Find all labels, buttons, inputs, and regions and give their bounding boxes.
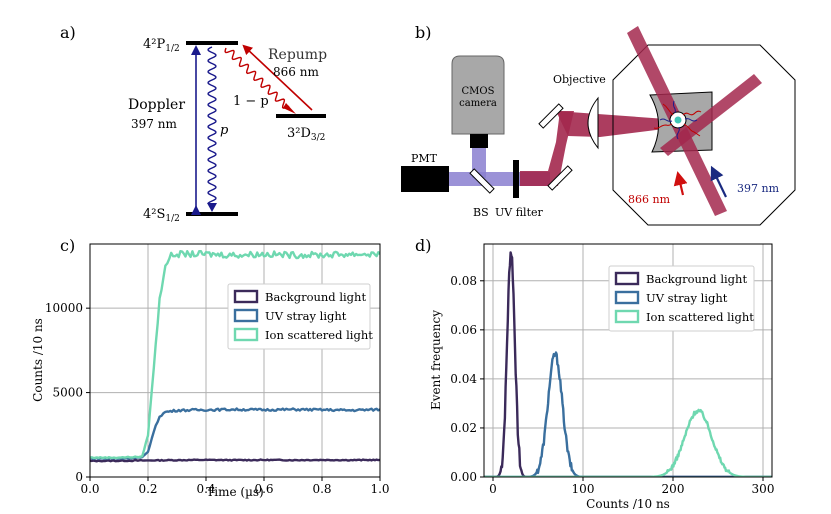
- panel-d-ylabel: Event frequency: [429, 310, 443, 410]
- decay-p-arrowhead: [207, 203, 217, 212]
- level-s-label: 4²S1/2: [143, 207, 180, 224]
- panel-c-series: [90, 250, 380, 463]
- x-tick-label: 0: [489, 482, 497, 496]
- cmos-camera-body: [451, 55, 505, 135]
- y-tick-label: 0.06: [450, 323, 477, 337]
- legend-swatch: [233, 327, 259, 342]
- mirror-upper: [538, 103, 564, 129]
- camera-label-line1: CMOS: [462, 86, 495, 97]
- y-tick-label: 0: [75, 470, 83, 484]
- vacuum-chamber: [612, 44, 796, 226]
- objective-lens: [587, 96, 599, 150]
- level-d-label: 3²D3/2: [287, 126, 325, 143]
- bs-label: BS: [473, 206, 489, 219]
- legend-label: Background light: [265, 290, 366, 304]
- series-line-0: [90, 458, 380, 463]
- mirror-lower: [547, 165, 573, 191]
- series-line-2: [90, 250, 380, 460]
- beam-splitter: [469, 168, 495, 194]
- beam-397-label: 397 nm: [737, 182, 780, 195]
- x-tick-label: 0.4: [196, 482, 215, 496]
- ion-dot: [674, 116, 682, 124]
- objective-label: Objective: [553, 73, 606, 86]
- legend-label: UV stray light: [265, 309, 347, 323]
- legend-label: Ion scattered light: [646, 310, 754, 324]
- pmt-label: PMT: [411, 152, 438, 165]
- y-tick-label: 0.02: [450, 421, 477, 435]
- doppler-wavelength: 397 nm: [131, 117, 177, 131]
- legend-swatch: [614, 271, 640, 286]
- legend-swatch: [233, 289, 259, 304]
- level-p-label: 4²P1/2: [143, 37, 180, 54]
- legend-label: Ion scattered light: [265, 328, 373, 342]
- legend-swatch: [614, 290, 640, 305]
- y-tick-label: 5000: [52, 386, 83, 400]
- legend-swatch: [614, 309, 640, 324]
- x-tick-label: 1.0: [370, 482, 389, 496]
- panel-a: a) 4²P1/2 4²S1/2 3²D3/2 Doppler 397 nm p…: [60, 23, 327, 224]
- x-tick-label: 0.0: [80, 482, 99, 496]
- panel-d-series: [484, 251, 772, 477]
- panel-c-ylabel: Counts /10 ns: [31, 318, 45, 402]
- p-label: p: [220, 123, 229, 138]
- panel-c-axes-frame: [89, 243, 381, 478]
- beam-866-label: 866 nm: [628, 193, 671, 206]
- panel-d-label: d): [415, 236, 431, 255]
- series-line-2: [484, 408, 772, 477]
- legend-box: [608, 265, 755, 332]
- panel-d-ticks: 0 100 200 300 0.00 0.02 0.04 0.06 0.08: [450, 274, 774, 496]
- repump-arrow: [242, 44, 313, 111]
- panel-c-ticks: 0.0 0.2 0.4 0.6 0.8 1.0 0 5000 10000: [45, 301, 390, 496]
- panel-b-label: b): [415, 23, 431, 42]
- doppler-label: Doppler: [128, 97, 185, 113]
- panel-b: b) CMOS camera PMT BS UV filter Objectiv…: [401, 23, 796, 226]
- panel-a-label: a): [60, 23, 76, 42]
- x-tick-label: 0.6: [254, 482, 273, 496]
- panel-c-label: c): [60, 236, 75, 255]
- panel-d-axes-frame: [483, 243, 773, 478]
- uv-filter-label: UV filter: [495, 206, 543, 219]
- beam-397-diagonal: [660, 74, 762, 156]
- panel-d-xlabel: Counts /10 ns: [586, 497, 670, 511]
- scattered-photons: [653, 100, 702, 140]
- legend-label: Background light: [646, 272, 747, 286]
- panel-c-xlabel: Time (µs): [206, 485, 263, 499]
- cmos-camera-lens: [470, 134, 488, 148]
- collection-beam-lower: [520, 111, 574, 186]
- x-tick-label: 0.2: [138, 482, 157, 496]
- panel-d: d) 0 100 200 300 0.00 0.02 0.04 0.06 0.08 Counts…: [415, 236, 774, 511]
- camera-label-line2: camera: [459, 98, 497, 109]
- legend-box: [227, 283, 371, 350]
- y-tick-label: 0.00: [450, 470, 477, 484]
- legend-swatch: [233, 308, 259, 323]
- series-line-1: [90, 407, 380, 461]
- panel-c-grid: [89, 244, 381, 478]
- x-tick-label: 100: [572, 482, 595, 496]
- x-tick-label: 0.8: [312, 482, 331, 496]
- panel-c: c) 0.0 0.2 0.4 0.6 0.8 1.0 0 5000 10000 Time (µs…: [31, 236, 390, 499]
- decay-p-wavy-arrow: [207, 46, 217, 205]
- y-tick-label: 0.08: [450, 274, 477, 288]
- beam-397-arrow: [710, 165, 727, 198]
- legend-label: UV stray light: [646, 291, 728, 305]
- x-tick-label: 200: [662, 482, 685, 496]
- collection-beam-upper: [556, 111, 680, 137]
- series-line-1: [484, 351, 772, 477]
- repump-wavelength: 866 nm: [273, 65, 319, 79]
- decay-d-arrowhead: [283, 103, 296, 114]
- one-minus-p-label: 1 − p: [233, 94, 269, 109]
- beam-866-arrow: [673, 171, 688, 196]
- repump-label: Repump: [268, 47, 327, 63]
- x-tick-label: 300: [752, 482, 775, 496]
- y-tick-label: 10000: [45, 301, 83, 315]
- pmt-box: [401, 166, 449, 192]
- uv-filter: [513, 160, 519, 198]
- decay-d-wavy-arrow: [224, 47, 290, 109]
- y-tick-label: 0.04: [450, 372, 477, 386]
